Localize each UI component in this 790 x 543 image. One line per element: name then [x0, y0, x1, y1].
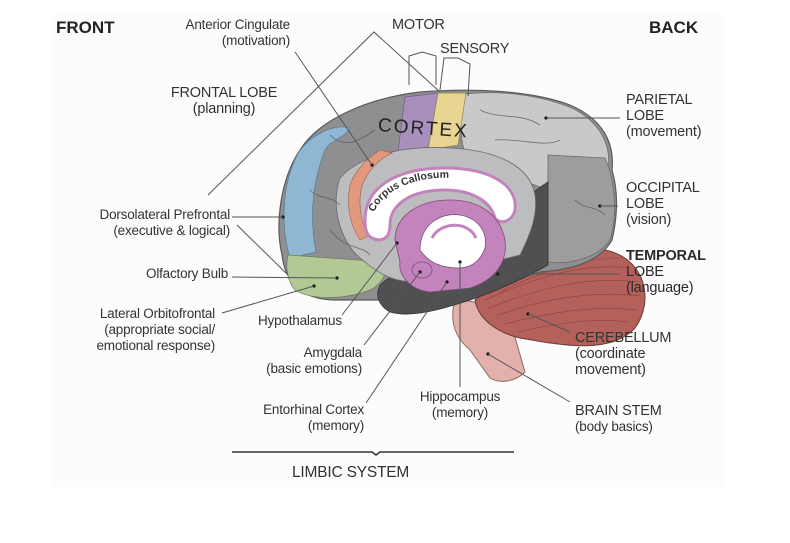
- motor-label: MOTOR: [392, 17, 445, 33]
- entorhinal-cortex-name: Entorhinal Cortex: [263, 402, 364, 417]
- brain-stem-label: BRAIN STEM (body basics): [575, 403, 662, 435]
- frontal-lobe-name: FRONTAL LOBE: [170, 85, 278, 101]
- amygdala-label: Amygdala (basic emotions): [220, 345, 362, 377]
- dorsolateral-prefrontal-name: Dorsolateral Prefrontal: [99, 207, 231, 222]
- leader-lines: [207, 31, 620, 456]
- occipital-lobe-name2: LOBE: [626, 196, 664, 212]
- occipital-region: [547, 154, 615, 264]
- front-label: FRONT: [56, 18, 115, 37]
- temporal-lobe-name2: LOBE: [626, 264, 664, 280]
- dorsolateral-prefrontal-function: (executive & logical): [113, 223, 230, 238]
- lateral-orbitofrontal-name: Lateral Orbitofrontal: [99, 306, 215, 321]
- amygdala-region: [411, 261, 433, 279]
- occipital-lobe-function: (vision): [626, 212, 672, 228]
- parietal-lobe-name: PARIETAL: [626, 92, 693, 108]
- limbic-system-label: LIMBIC SYSTEM: [292, 464, 410, 481]
- dorsolateral-prefrontal-label: Dorsolateral Prefrontal (executive & log…: [40, 207, 231, 239]
- frontal-lobe-function: (planning): [192, 101, 256, 117]
- temporal-lobe-name: TEMPORAL: [626, 248, 706, 264]
- cerebellum-label: CEREBELLUM (coordinate movement): [575, 330, 672, 378]
- brain-stem-name: BRAIN STEM: [575, 403, 662, 419]
- anterior-cingulate-function: (motivation): [221, 33, 290, 48]
- parietal-lobe-label: PARIETAL LOBE (movement): [626, 92, 702, 140]
- occipital-lobe-label: OCCIPITAL LOBE (vision): [626, 180, 700, 228]
- cerebellum-function: (coordinate: [575, 346, 646, 362]
- corpus-callosum-region: [363, 166, 517, 242]
- hippocampus-name: Hippocampus: [419, 389, 501, 404]
- lateral-orbitofrontal-function2: emotional response): [96, 338, 215, 353]
- amygdala-name: Amygdala: [303, 345, 363, 360]
- anterior-cingulate-label: Anterior Cingulate (motivation): [146, 17, 291, 49]
- sensory-label: SENSORY: [440, 41, 510, 57]
- hypothalamus-label: Hypothalamus: [258, 313, 342, 328]
- entorhinal-cortex-label: Entorhinal Cortex (memory): [220, 402, 364, 434]
- lateral-orbitofrontal-function: (appropriate social/: [104, 322, 215, 337]
- lateral-orbitofrontal-label: Lateral Orbitofrontal (appropriate socia…: [40, 306, 215, 354]
- parietal-lobe-name2: LOBE: [626, 108, 664, 124]
- cerebellum-name: CEREBELLUM: [575, 330, 672, 346]
- sensory-cortex-region: [427, 92, 467, 151]
- olfactory-bulb-label: Olfactory Bulb: [146, 266, 228, 281]
- hippocampus-label: Hippocampus (memory): [400, 389, 520, 421]
- brain-stem-function: (body basics): [575, 419, 653, 434]
- back-label: BACK: [649, 18, 699, 37]
- occipital-lobe-name: OCCIPITAL: [626, 180, 700, 196]
- temporal-lobe-label: TEMPORAL LOBE (language): [626, 248, 706, 296]
- anterior-cingulate-name: Anterior Cingulate: [185, 17, 291, 32]
- hippocampus-function: (memory): [431, 405, 489, 420]
- amygdala-function: (basic emotions): [266, 361, 362, 376]
- cerebellum-function2: movement): [575, 362, 646, 378]
- frontal-lobe-label: FRONTAL LOBE (planning): [154, 85, 294, 117]
- temporal-lobe-function: (language): [626, 280, 694, 296]
- parietal-lobe-function: (movement): [626, 124, 702, 140]
- entorhinal-cortex-function: (memory): [307, 418, 364, 433]
